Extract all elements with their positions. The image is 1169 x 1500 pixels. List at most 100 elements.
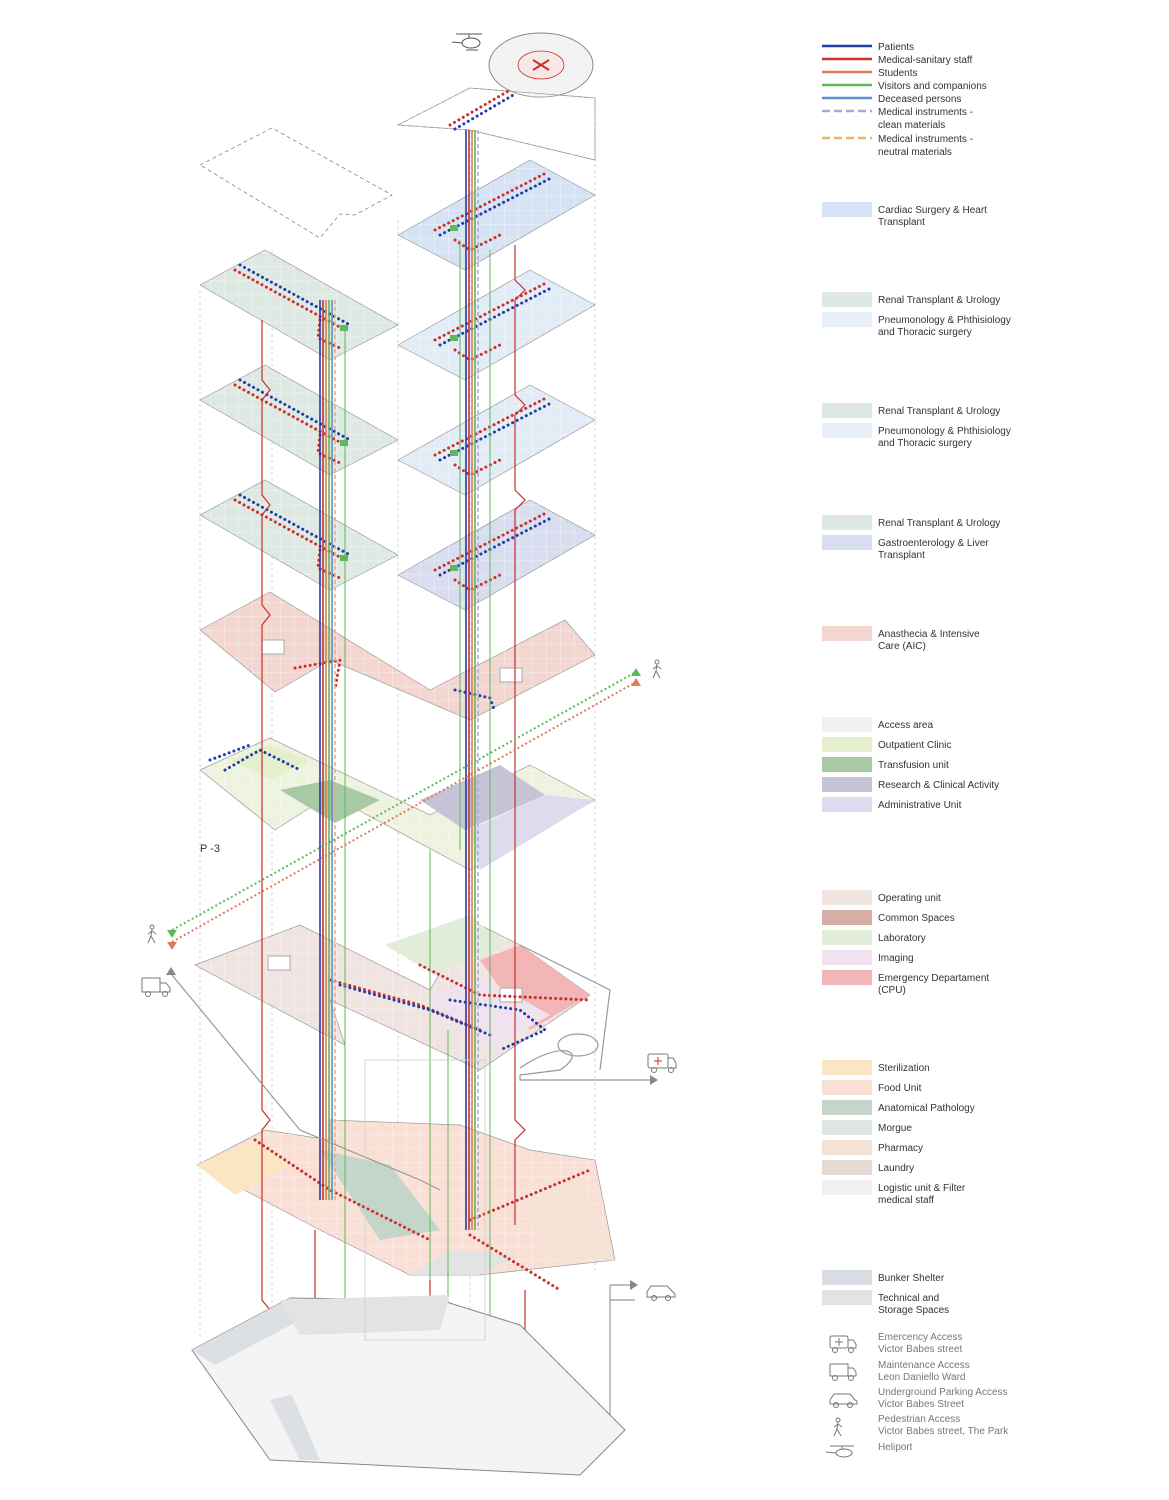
legend-zone-label: Renal Transplant & Urology [878,406,1000,417]
legend-flow-label: Medical instruments - [878,107,973,118]
truck-icon [141,977,171,997]
legend-access-item: Heliport [825,1442,913,1458]
legend-zone-label: Pneumonology & Phthisiology [878,426,1011,437]
legend-zone-label: Food Unit [878,1083,922,1094]
right-roof-plate [396,87,596,161]
pedestrian-icon [833,1417,843,1437]
legend-flow-item: Patients [822,42,914,53]
legend-zone-swatch [822,970,872,985]
legend-zone-swatch [822,1080,872,1095]
legend-zone-label: Renal Transplant & Urology [878,518,1000,529]
legend-zone-label: Laundry [878,1163,914,1174]
legend-zone-label: Anatomical Pathology [878,1103,975,1114]
vehicle-routes [171,944,650,1430]
right-tower-floor [397,499,596,611]
legend-zone-label: Cardiac Surgery & Heart [878,205,987,216]
legend-zone-item: Operating unit [822,890,941,905]
legend-zone-label: Care (AIC) [878,641,926,652]
legend-zone-swatch [822,403,872,418]
pedestrian-arrow-markers [167,668,641,950]
left-core-vertical-flows [319,300,336,1200]
legend-zone-item: Renal Transplant & Urology [822,292,1000,307]
legend-zone-item: Common Spaces [822,910,955,925]
legend-zone-label: Pneumonology & Phthisiology [878,315,1011,326]
legend-zone-swatch [822,737,872,752]
legend-zone-swatch [822,312,872,327]
ambulance-icon [829,1335,857,1353]
legend-zone-label: Imaging [878,953,914,964]
legend-zone-label: Emergency Departament [878,973,989,984]
legend-zone-swatch [822,930,872,945]
legend-zone-swatch [822,1140,872,1155]
legend-zone-label: Laboratory [878,933,926,944]
legend-zone-swatch [822,950,872,965]
legend-zone-item: Renal Transplant & Urology [822,515,1000,530]
legend-zone-label: Logistic unit & Filter [878,1183,966,1194]
legend-zone-item: Laboratory [822,930,926,945]
ambulance-icon [647,1053,677,1073]
legend-zone-item: Morgue [822,1120,912,1135]
pedestrian-diagonal-flows [171,671,637,943]
legend-zone-swatch [822,292,872,307]
legend-flow-label: clean materials [878,120,945,131]
left-tower-floor [199,249,399,361]
legend-flow-item: Medical-sanitary staff [822,55,973,66]
legend-zone-swatch [822,535,872,550]
legend-zone-label: Common Spaces [878,913,955,924]
legend-zone-swatch [822,1180,872,1195]
legend-access-label: Underground Parking Access [878,1387,1008,1398]
legend-flow-item: Visitors and companions [822,81,987,92]
legend-zone-item: Sterilization [822,1060,930,1075]
legend-zone-swatch [822,1270,872,1285]
pedestrian-icon [652,659,662,679]
legend-zone-item: Pharmacy [822,1140,923,1155]
legend-zone-swatch [822,1060,872,1075]
legend-zone-swatch [822,777,872,792]
legend-zone-swatch [822,1100,872,1115]
car-icon [829,1393,858,1408]
legend-access-label: Leon Daniello Ward [878,1372,965,1383]
legend-zone-label: Transfusion unit [878,760,949,771]
legend-zone-item: Emergency Departament(CPU) [822,970,989,996]
legend-flow-item: Medical instruments - clean materials [822,107,973,131]
legend-zone-label: Sterilization [878,1063,930,1074]
legend-zone-item: Food Unit [822,1080,922,1095]
legend-zone-label: Technical and [878,1293,939,1304]
legend-zone-swatch [822,757,872,772]
operating-emergency-floor [194,915,592,1071]
left-tower-floor [199,364,399,476]
legend-flow-label: Visitors and companions [878,81,987,92]
legend-zone-label: Transplant [878,550,925,561]
legend-zone-label: Research & Clinical Activity [878,780,999,791]
floor-plates [194,87,616,1292]
right-tower-floor [397,269,596,381]
helicopter-icon [825,1445,854,1458]
vehicle-arrow-markers [166,967,658,1290]
legend-zone-swatch [822,1160,872,1175]
legend-zone-item: Anatomical Pathology [822,1100,975,1115]
legend-access-label: Heliport [878,1442,913,1453]
legend-zone-item: Administrative Unit [822,797,962,812]
legend-zone-swatch [822,202,872,217]
helicopter-icon [451,33,482,51]
legend-zone-swatch [822,797,872,812]
legend-flow-label: Students [878,68,917,79]
legend-zone-label: and Thoracic surgery [878,327,972,338]
truck-icon [829,1363,857,1381]
legend-access-label: Emercency Access [878,1332,962,1343]
legend-access-label: Pedestrian Access [878,1414,960,1425]
right-tower-floor [397,384,596,496]
legend-zone-label: Outpatient Clinic [878,740,951,751]
legend-zone-item: Bunker Shelter [822,1270,945,1285]
legend-zone-label: Bunker Shelter [878,1273,945,1284]
legend-zone-label: Storage Spaces [878,1305,949,1316]
legend-zone-label: Renal Transplant & Urology [878,295,1000,306]
legend-access-label: Victor Babes street, The Park [878,1426,1009,1437]
